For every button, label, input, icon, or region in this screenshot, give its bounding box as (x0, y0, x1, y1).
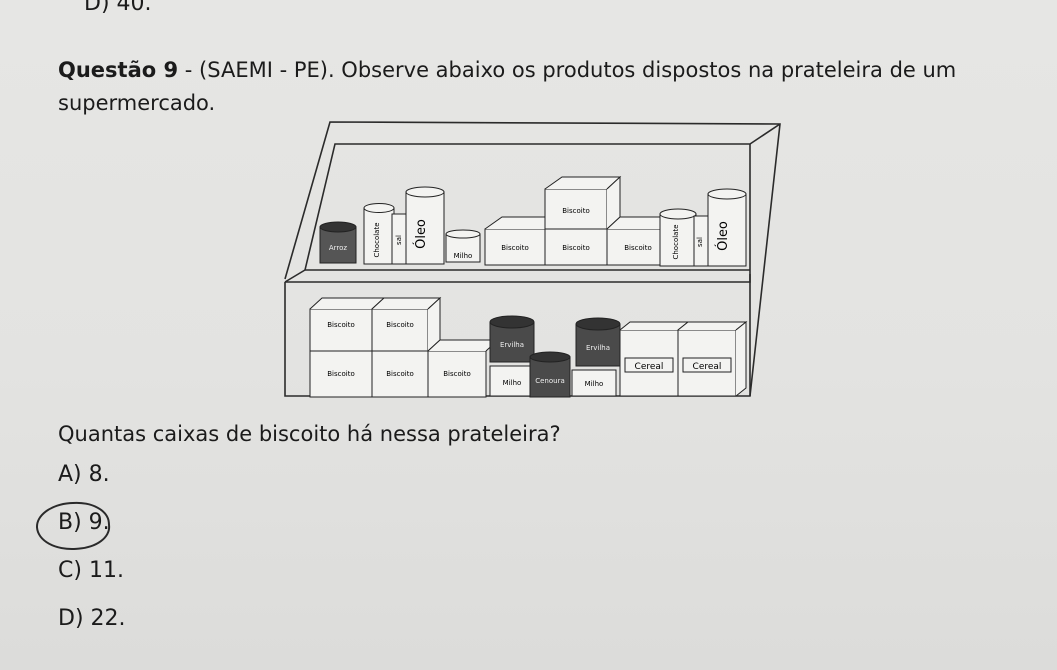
option-a-value: 8. (81, 462, 110, 487)
arroz-can-top: Arroz (319, 221, 357, 264)
option-d-value: 22. (83, 606, 126, 631)
option-c[interactable]: C) 11. (58, 558, 124, 583)
biscoito-box-top-stacked: Biscoito (544, 175, 622, 230)
milho-can-top: Milho (445, 229, 481, 263)
biscoito-label-bottom-lower-3: Biscoito (443, 370, 471, 378)
biscoito-box-top-1: Biscoito (484, 216, 564, 266)
shelf-drawing: Arroz Chocolate sal Óleo Milho B (284, 121, 781, 398)
milho-can-bottom-2: Milho (571, 369, 617, 397)
sal-label-top-right: sal (696, 237, 704, 247)
question-statement: Questão 9 - (SAEMI - PE). Observe abaixo… (58, 54, 1048, 120)
biscoito-label-bottom-lower-1: Biscoito (327, 370, 355, 378)
question-text: - (SAEMI - PE). Observe abaixo os produt… (58, 58, 957, 115)
biscoito-label-bottom-lower-2: Biscoito (386, 370, 414, 378)
option-d[interactable]: D) 22. (58, 606, 126, 631)
biscoito-label-top-2: Biscoito (562, 244, 590, 252)
milho-label-bottom-1: Milho (503, 379, 522, 387)
previous-option-text: D) 40. (84, 0, 152, 16)
ervilha-can-bottom-2: Ervilha (575, 317, 621, 367)
option-c-value: 11. (81, 558, 124, 583)
cenoura-label-bottom: Cenoura (535, 377, 565, 385)
biscoito-box-top-2: Biscoito (544, 228, 608, 266)
milho-label-bottom-2: Milho (585, 380, 604, 388)
biscoito-box-bottom-lower-1: Biscoito (309, 350, 373, 398)
milho-can-bottom-1: Milho (489, 365, 535, 397)
option-a[interactable]: A) 8. (58, 462, 110, 487)
chocolate-can-top-right: Chocolate (659, 208, 697, 267)
biscoito-box-bottom-upper-2: Biscoito (371, 296, 442, 352)
biscoito-box-bottom-lower-2: Biscoito (371, 350, 429, 398)
oleo-label-top-right: Óleo (715, 221, 731, 251)
chocolate-can-top-left: Chocolate (363, 203, 395, 265)
handwritten-circle-mark (34, 499, 112, 553)
option-d-letter: D) (58, 606, 84, 631)
cereal-box-bottom-1: Cereal (619, 321, 690, 397)
shelf-illustration: Arroz Chocolate sal Óleo Milho B (280, 114, 800, 414)
oleo-can-top-right: Óleo (707, 188, 747, 267)
cenoura-can-bottom: Cenoura (529, 351, 571, 398)
biscoito-label-top-1: Biscoito (501, 244, 529, 252)
biscoito-label-bottom-upper-1: Biscoito (327, 321, 355, 329)
biscoito-label-bottom-upper-2: Biscoito (386, 321, 414, 329)
option-c-letter: C) (58, 558, 82, 583)
biscoito-box-top-3: Biscoito (606, 216, 684, 266)
ervilha-label-bottom-2: Ervilha (586, 344, 610, 352)
biscoito-label-top-stacked: Biscoito (562, 207, 590, 215)
cereal-label-bottom-1: Cereal (635, 362, 664, 372)
question-number: Questão 9 (58, 58, 179, 82)
cereal-box-bottom-2: Cereal (677, 320, 748, 397)
cereal-label-bottom-2: Cereal (693, 362, 722, 372)
oleo-label-top-left: Óleo (413, 219, 429, 249)
option-a-letter: A) (58, 462, 82, 487)
chocolate-label-top-right: Chocolate (672, 224, 680, 259)
option-b[interactable]: B) 9. (34, 499, 112, 553)
ervilha-label-bottom: Ervilha (500, 341, 524, 349)
option-b-letter: B) (58, 510, 82, 535)
chocolate-label-top-left: Chocolate (373, 222, 381, 257)
oleo-can-top-left: Óleo (405, 186, 445, 265)
biscoito-box-bottom-lower-3: Biscoito (427, 339, 500, 398)
option-b-value: 9. (81, 510, 110, 535)
ervilha-can-bottom: Ervilha (489, 315, 535, 363)
arroz-label-top: Arroz (329, 244, 348, 252)
question-prompt: Quantas caixas de biscoito há nessa prat… (58, 422, 561, 446)
sal-label-top-left: sal (395, 235, 403, 245)
biscoito-label-top-3: Biscoito (624, 244, 652, 252)
milho-label-top: Milho (454, 252, 473, 260)
